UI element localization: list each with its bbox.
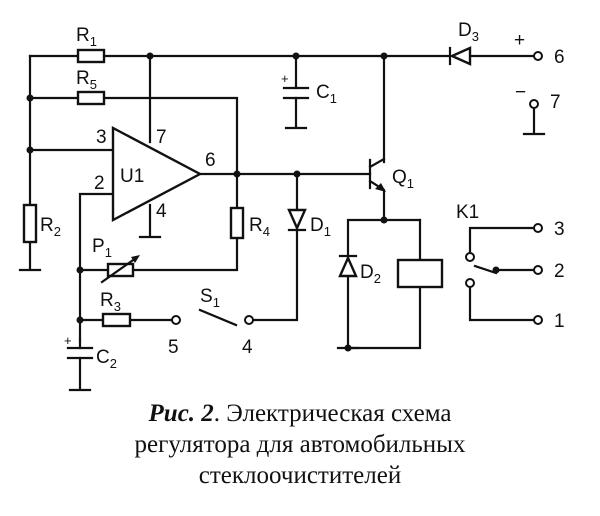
resistor-r4 (229, 206, 245, 240)
pin-label-7: 7 (156, 127, 167, 148)
transistor-q1 (375, 183, 386, 192)
output-terminals (529, 51, 543, 325)
resistor-r3 (101, 312, 132, 328)
circuit-schematic: R1 R5 R2 R4 R3 P1 C1 C2 D1 D2 D3 Q1 S1 U… (18, 20, 565, 392)
label-q1: Q1 (392, 167, 414, 191)
caption-line-1: Рис. 2. Электрическая схема (0, 398, 600, 429)
relay-coil-k1 (396, 258, 444, 289)
figure-caption: Рис. 2. Электрическая схема регулятора д… (0, 398, 600, 491)
label-k1: K1 (456, 202, 479, 223)
pin-label-4: 4 (156, 201, 167, 222)
label-p1: P1 (92, 236, 112, 260)
switch-pin-label-5: 5 (168, 337, 179, 358)
caption-line-2: регулятора для автомобильных (134, 431, 466, 458)
terminal-label-1: 1 (554, 311, 565, 332)
diode-d2 (338, 254, 358, 278)
switch-pin-label-4: 4 (242, 337, 253, 358)
resistor-r1 (76, 48, 106, 64)
pin-label-3: 3 (96, 127, 107, 148)
caption-line-3: стеклоочистителей (198, 462, 402, 489)
label-d1: D1 (310, 215, 331, 239)
label-c1: C1 (316, 82, 337, 106)
label-r2: R2 (40, 215, 61, 239)
pin-label-2: 2 (94, 173, 105, 194)
label-r1: R1 (76, 25, 97, 49)
capacitor-c2 (66, 346, 94, 360)
minus-sign: − (515, 82, 526, 103)
label-u1: U1 (120, 166, 144, 187)
label-r4: R4 (249, 215, 270, 239)
c2-polarity: + (64, 333, 72, 348)
plus-sign: + (514, 30, 525, 51)
resistor-r5 (76, 90, 106, 106)
wires (18, 54, 546, 392)
terminal-label-2: 2 (554, 261, 565, 282)
label-s1: S1 (200, 286, 220, 310)
diode-d1 (287, 208, 307, 232)
pin-label-6: 6 (205, 150, 216, 171)
c1-polarity: + (281, 71, 289, 86)
opamp-u1 (111, 126, 203, 222)
potentiometer-p1 (100, 255, 140, 284)
junctions (26, 52, 500, 352)
terminal-label-3: 3 (554, 219, 565, 240)
switch-s1 (171, 308, 254, 327)
label-c2: C2 (96, 347, 117, 371)
label-r3: R3 (100, 290, 121, 314)
resistor-r2 (22, 203, 38, 244)
figure-label: Рис. 2 (148, 400, 214, 427)
label-r5: R5 (76, 68, 97, 92)
capacitor-c1 (282, 86, 310, 100)
label-d3: D3 (458, 20, 479, 44)
label-d2: D2 (360, 262, 381, 286)
terminal-label-7: 7 (550, 92, 561, 113)
caption-title: . Электрическая схема (213, 400, 452, 427)
diode-d3 (448, 46, 472, 66)
relay-contacts-k1 (465, 252, 475, 288)
terminal-label-6: 6 (554, 47, 565, 68)
